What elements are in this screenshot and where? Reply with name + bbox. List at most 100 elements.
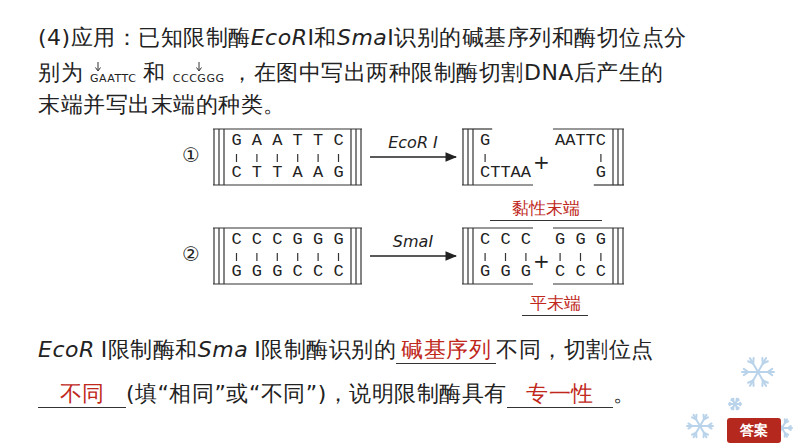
question-text: EcoR bbox=[38, 337, 95, 362]
dna-stroke bbox=[472, 228, 473, 284]
dna-stroke bbox=[223, 129, 224, 185]
dna-stroke bbox=[256, 253, 257, 261]
dna-stroke bbox=[218, 129, 219, 185]
dna-stroke bbox=[213, 128, 362, 129]
dna-stroke bbox=[462, 128, 492, 129]
dna-stroke bbox=[277, 154, 278, 162]
dna-stroke bbox=[338, 154, 339, 162]
dna-stroke bbox=[355, 129, 356, 185]
dna-stroke bbox=[467, 129, 468, 185]
question-text: Ⅰ和 bbox=[307, 25, 337, 50]
text-line: 别为GAATTC和CCCGGG，在图中写出两种限制酶切割DNA后产生的 bbox=[38, 58, 664, 88]
cut-arrow bbox=[195, 62, 203, 72]
text-line: 不同(填“相同”或“不同”)，说明限制酶具有专一性。 bbox=[38, 379, 635, 409]
dna-stroke bbox=[318, 154, 319, 162]
dna-stroke bbox=[277, 253, 278, 261]
enzyme-name: SmaⅠ bbox=[391, 232, 435, 252]
dna-stroke bbox=[622, 129, 623, 185]
dna-stroke bbox=[297, 154, 298, 162]
dna-fragment: C C CG G G bbox=[462, 226, 536, 286]
dna-fragment: AATTC G bbox=[550, 127, 624, 187]
dna-stroke bbox=[612, 228, 613, 284]
question-text: (4)应用：已知限制酶 bbox=[38, 25, 251, 50]
answer-blank: 平末端 bbox=[522, 291, 588, 316]
dna-stroke bbox=[297, 253, 298, 261]
dna-stroke bbox=[256, 154, 257, 162]
answer-blank: 碱基序列 bbox=[396, 337, 496, 364]
enzyme-arrow bbox=[370, 255, 456, 256]
dna-fragment: G A A T T CC T T A A G bbox=[213, 127, 362, 187]
bottom-strand: G G G C C C bbox=[231, 262, 343, 282]
top-strand: G bbox=[480, 131, 490, 151]
dna-stroke bbox=[213, 227, 362, 228]
enzyme-name: EcoR Ⅰ bbox=[386, 133, 440, 153]
dna-stroke bbox=[467, 228, 468, 284]
dna-stroke bbox=[360, 129, 361, 185]
dna-stroke bbox=[485, 253, 486, 261]
dna-stroke bbox=[462, 129, 463, 185]
bottom-strand: CTTAA bbox=[480, 163, 531, 183]
snowflake bbox=[729, 399, 741, 409]
top-strand: C C C bbox=[480, 230, 531, 250]
recognition-sequence: GAATTC bbox=[90, 64, 136, 85]
answer-blank: 不同 bbox=[38, 381, 126, 408]
dna-stroke bbox=[580, 253, 581, 261]
dna-stroke bbox=[472, 129, 473, 185]
question-text: 末端并写出末端的种类。 bbox=[38, 92, 286, 117]
bottom-strand: G bbox=[596, 163, 606, 183]
question-text: 不同，切割位点 bbox=[496, 337, 654, 362]
plus-sign: + bbox=[533, 249, 550, 273]
dna-stroke bbox=[355, 228, 356, 284]
row-number: ① bbox=[182, 143, 200, 167]
cut-arrow bbox=[94, 62, 102, 72]
answer-button: 答案 bbox=[727, 418, 781, 443]
dna-fragment: G CTTAA bbox=[462, 127, 536, 187]
dna-stroke bbox=[600, 154, 601, 162]
dna-stroke bbox=[622, 228, 623, 284]
bottom-strand: C C C bbox=[555, 262, 606, 282]
question-text: Sma bbox=[337, 25, 387, 50]
answer-blank: 黏性末端 bbox=[490, 196, 602, 221]
question-text: Sma bbox=[198, 337, 248, 362]
top-strand: C C C G G G bbox=[231, 230, 343, 250]
dna-stroke bbox=[338, 253, 339, 261]
dna-fragment: C C C G G G G G G C C C bbox=[213, 226, 362, 286]
question-text: (填“相同”或“不同”)，说明限制酶具有 bbox=[126, 381, 507, 406]
dna-stroke bbox=[213, 184, 362, 185]
dna-stroke bbox=[617, 228, 618, 284]
dna-stroke bbox=[617, 129, 618, 185]
question-text: Ⅰ限制酶和 bbox=[101, 337, 198, 362]
question-text: Ⅰ限制酶识别的 bbox=[254, 337, 396, 362]
top-strand: G A A T T C bbox=[231, 131, 343, 151]
dna-fragment: G G G C C C bbox=[550, 226, 624, 286]
snowflake bbox=[687, 415, 713, 438]
row-number: ② bbox=[182, 242, 200, 266]
dna-stroke bbox=[612, 129, 613, 185]
top-strand: AATTC bbox=[555, 131, 606, 151]
dna-stroke bbox=[559, 253, 560, 261]
question-text: 别为 bbox=[38, 60, 83, 85]
question-text: 。 bbox=[613, 381, 636, 406]
top-strand: G G G bbox=[555, 230, 606, 250]
question-text: 和 bbox=[143, 60, 166, 85]
plus-sign: + bbox=[533, 150, 550, 174]
dna-stroke bbox=[485, 154, 486, 162]
text-line: (4)应用：已知限制酶EcoRⅠ和SmaⅠ识别的碱基序列和酶切位点分 bbox=[38, 23, 687, 53]
dna-stroke bbox=[213, 129, 214, 185]
dna-stroke bbox=[462, 228, 463, 284]
dna-stroke bbox=[360, 228, 361, 284]
dna-stroke bbox=[236, 253, 237, 261]
dna-stroke bbox=[213, 228, 214, 284]
snowflake bbox=[742, 358, 774, 386]
dna-stroke bbox=[236, 154, 237, 162]
text-line: EcoRⅠ限制酶和SmaⅠ限制酶识别的碱基序列不同，切割位点 bbox=[38, 335, 654, 365]
dna-stroke bbox=[525, 253, 526, 261]
dna-stroke bbox=[213, 283, 362, 284]
enzyme-arrow bbox=[370, 156, 456, 157]
dna-stroke bbox=[505, 253, 506, 261]
dna-stroke bbox=[218, 228, 219, 284]
dna-stroke bbox=[594, 184, 624, 185]
dna-stroke bbox=[350, 228, 351, 284]
question-text: ，在图中写出两种限制酶切割DNA后产生的 bbox=[231, 60, 663, 85]
